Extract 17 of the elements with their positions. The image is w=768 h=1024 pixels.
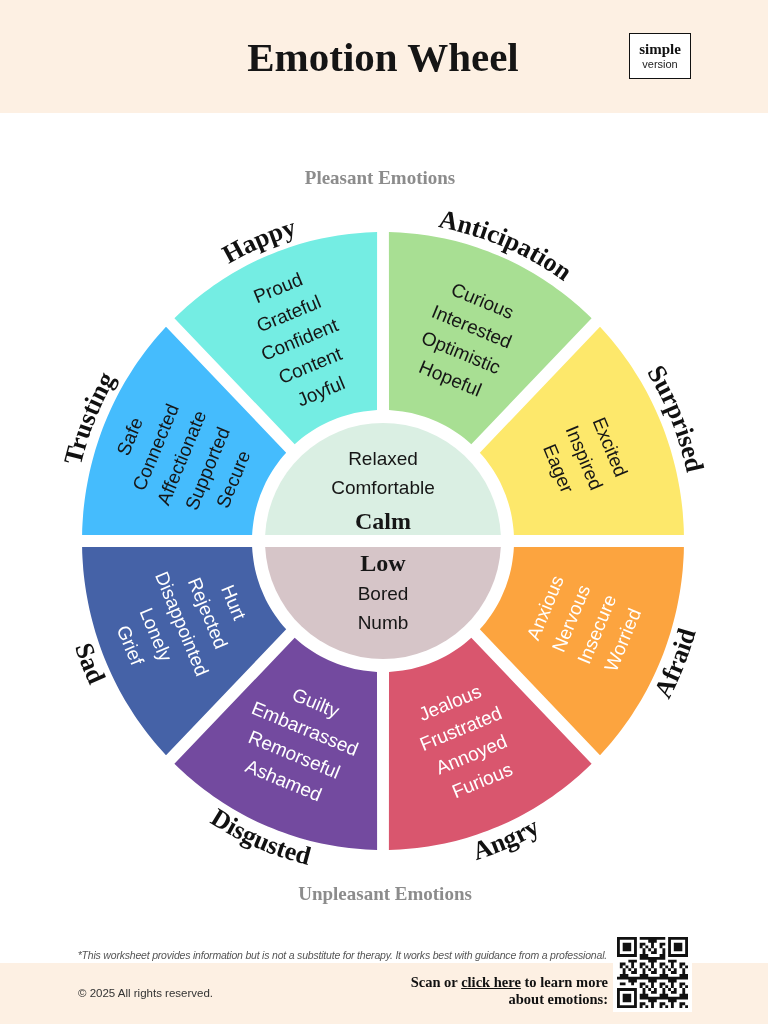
copyright-note: © 2025 All rights reserved. [78, 986, 214, 1001]
emotion-list: Bored Numb [357, 579, 409, 637]
disclaimer-note: *This worksheet provides information but is not a substitute for therapy. It works best with guidance from a professional. [77, 948, 607, 962]
link: click here [461, 974, 521, 990]
emotion-list: Relaxed Comfortable [331, 444, 435, 502]
center-heading: Low [360, 549, 406, 578]
segment-heading: Sad [69, 639, 112, 689]
segment-heading: Happy [217, 212, 300, 270]
qr-prompt: Scan or click here to learn more about emotions: [409, 974, 608, 1008]
tag-subtitle: version [642, 58, 678, 71]
half-caption: Unpleasant Emotions [298, 882, 472, 906]
center-heading: Calm [355, 507, 411, 535]
tag-title: simple [639, 41, 681, 58]
version-tag [629, 33, 691, 79]
title: Emotion Wheel [247, 33, 519, 82]
half-caption: Pleasant Emotions [304, 166, 456, 190]
segment-heading: Angry [468, 811, 544, 866]
